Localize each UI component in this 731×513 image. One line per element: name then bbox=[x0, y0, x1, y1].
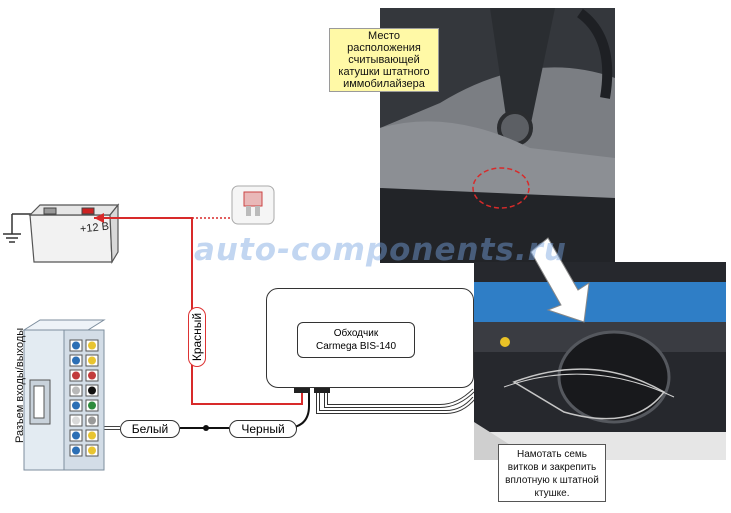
connector-icon bbox=[24, 320, 104, 470]
callout-line-4: иммобилайзера bbox=[334, 78, 434, 90]
connector-label: Разъем входы/выходы bbox=[14, 339, 26, 443]
connector-pin-dot bbox=[72, 387, 80, 395]
callout-line-3: катушки штатного bbox=[334, 66, 434, 78]
device-title: Обходчик bbox=[298, 327, 414, 340]
bypass-module-label: Обходчик Carmega BIS-140 bbox=[297, 322, 415, 358]
wrap-instruction-callout: Намотать семь витков и закрепить вплотну… bbox=[498, 444, 606, 502]
connector-pin-dot bbox=[88, 432, 96, 440]
coil-mounting-photo bbox=[474, 262, 726, 460]
white-wire-label: Белый bbox=[120, 420, 180, 438]
black-wire-label: Черный bbox=[229, 420, 297, 438]
connector-pin-dot bbox=[88, 372, 96, 380]
callout-line-2: считывающей bbox=[334, 54, 434, 66]
connector-pin-dot bbox=[72, 342, 80, 350]
connector-pin-dot bbox=[72, 447, 80, 455]
connector-pin-dot bbox=[72, 372, 80, 380]
connector-pin-dot bbox=[88, 447, 96, 455]
connector-pin-dot bbox=[72, 402, 80, 410]
watermark: auto-components.ru bbox=[194, 232, 567, 268]
connector-pin-dot bbox=[72, 417, 80, 425]
immobilizer-location-callout: Место расположения считывающей катушки ш… bbox=[329, 28, 439, 92]
connector-pin-dot bbox=[88, 342, 96, 350]
ground-icon bbox=[3, 214, 33, 242]
connector-pin-dot bbox=[88, 417, 96, 425]
connector-pin-dot bbox=[88, 387, 96, 395]
red-wire-label: Красный bbox=[188, 307, 206, 367]
connector-pin-dot bbox=[88, 357, 96, 365]
callout-line-1: Место расположения bbox=[334, 30, 434, 54]
battery-icon bbox=[30, 205, 118, 262]
connector-pin-dot bbox=[72, 357, 80, 365]
connector-pin-dot bbox=[72, 432, 80, 440]
fuse-icon bbox=[232, 186, 274, 224]
device-model: Carmega BIS-140 bbox=[298, 340, 414, 353]
connector-pin-dot bbox=[88, 402, 96, 410]
